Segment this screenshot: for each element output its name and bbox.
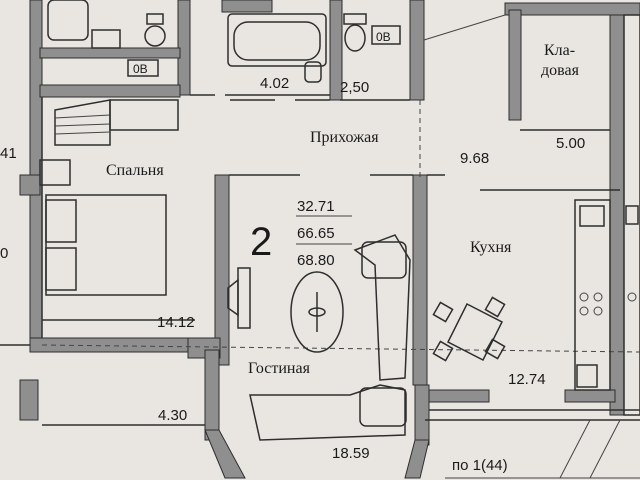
kitchen-area: 12.74 bbox=[508, 371, 546, 388]
bedroom-label: Спальня bbox=[106, 162, 164, 179]
storage-label-line1: Кла- bbox=[544, 42, 575, 59]
edge-label-mid: 0 bbox=[0, 245, 8, 262]
storage-shelves bbox=[623, 14, 640, 416]
bathtub-icon bbox=[227, 13, 327, 83]
edge-label-top: 41 bbox=[0, 145, 17, 162]
toilet-area: 2,50 bbox=[340, 79, 369, 96]
hallway-area: 9.68 bbox=[460, 150, 489, 167]
section-note: по 1(44) bbox=[452, 457, 508, 474]
toilet-icon bbox=[343, 13, 401, 52]
storage-area: 5.00 bbox=[556, 135, 585, 152]
dining-table-icon bbox=[432, 296, 506, 362]
stairs-icon bbox=[54, 99, 179, 146]
kitchen-label: Кухня bbox=[470, 239, 512, 256]
living-area: 18.59 bbox=[332, 445, 370, 462]
storage-label-line2: довая bbox=[541, 62, 580, 79]
rooms-count: 2 bbox=[250, 220, 272, 264]
living-area-total: 32.71 bbox=[297, 198, 335, 215]
bed-icon bbox=[39, 159, 167, 296]
kitchen-counter bbox=[574, 199, 611, 391]
ob-label-right: 0В bbox=[376, 30, 391, 44]
coffee-table-icon bbox=[290, 271, 344, 353]
total-area: 66.65 bbox=[297, 225, 335, 242]
ob-label-left: 0В bbox=[133, 62, 148, 76]
partitions bbox=[0, 14, 640, 479]
top-left-bathroom bbox=[47, 0, 166, 77]
hallway-label: Прихожая bbox=[310, 129, 379, 146]
sofa-icon bbox=[249, 234, 411, 441]
balcony-area: 4.30 bbox=[158, 407, 187, 424]
total-area-with-balcony: 68.80 bbox=[297, 252, 335, 269]
living-label: Гостиная bbox=[248, 360, 311, 377]
bathroom-area: 4.02 bbox=[260, 75, 289, 92]
tv-icon bbox=[227, 267, 251, 329]
bedroom-area: 14.12 bbox=[157, 314, 195, 331]
